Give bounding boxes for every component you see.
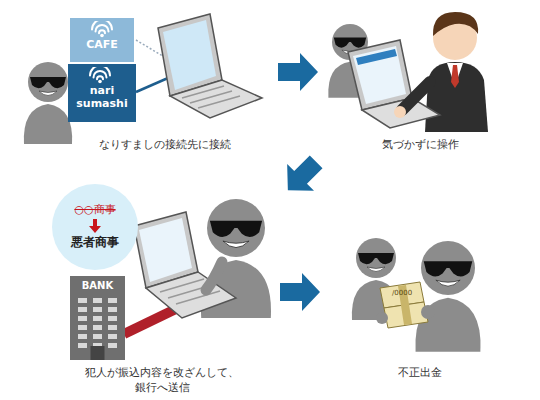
bank-building: BANK [70,276,125,360]
wifi-icon [88,67,112,84]
money-amount: /0000 [385,289,419,298]
step-caption: なりすましの接続先に接続 [65,138,265,153]
wifi-box: CAFE [70,18,134,62]
change-arrow [89,219,101,233]
step-caption: 犯人が振込内容を改ざんして、銀行へ送信 [83,366,241,396]
step-caption: 気づかずに操作 [340,138,500,153]
wifi-icon [90,21,114,38]
wifi-box: nari sumashi [68,64,136,122]
node-text: 悪者商事 [71,236,119,250]
node-text: ○○商事 [74,204,115,217]
node-text: BANK [82,280,113,292]
step-caption: 不正出金 [340,366,500,381]
node-text: nari sumashi [72,85,132,110]
company-circle: ○○商事悪者商事 [52,184,138,270]
node-text: CAFE [86,39,118,52]
